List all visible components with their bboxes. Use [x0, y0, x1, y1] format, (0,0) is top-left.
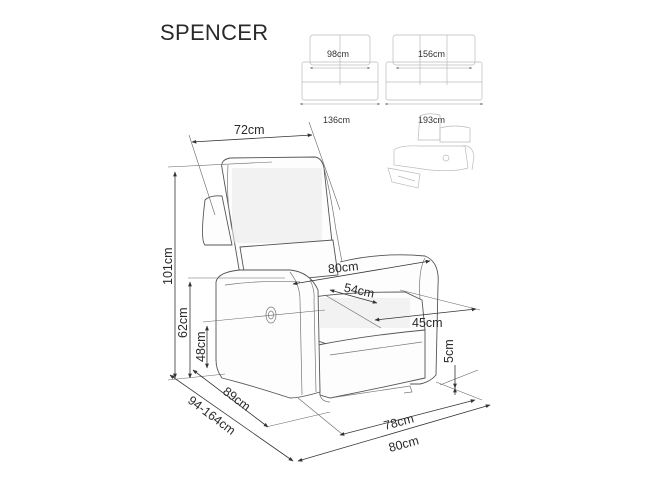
two-seater-inner-width-label: 98cm — [327, 49, 349, 59]
width-across-arms-label: 80cm — [327, 259, 359, 276]
seat-height-label: 48cm — [194, 331, 208, 362]
two-seater-thumbnail — [299, 34, 381, 106]
base-width-label: 78cm — [382, 411, 415, 432]
seat-width-label: 45cm — [412, 316, 443, 330]
three-seater-outer-width-label: 193cm — [418, 115, 445, 125]
product-title: SPENCER — [160, 20, 269, 45]
three-seater-inner-width-label: 156cm — [418, 49, 445, 59]
ground-clearance-label: 5cm — [442, 339, 456, 363]
reclined-recliner-thumbnail — [387, 113, 475, 189]
dimension-lines — [167, 121, 491, 462]
recliner-drawing — [202, 156, 439, 403]
two-seater-outer-width-label: 136cm — [323, 115, 350, 125]
three-seater-thumbnail — [384, 34, 484, 106]
armrest-height-label: 62cm — [176, 307, 190, 338]
total-height-label: 101cm — [161, 247, 175, 285]
overall-width-label: 80cm — [387, 433, 420, 454]
seat-depth-label: 54cm — [343, 281, 376, 301]
depth-label: 89cm — [220, 384, 253, 414]
backrest-width-label: 72cm — [234, 123, 265, 137]
